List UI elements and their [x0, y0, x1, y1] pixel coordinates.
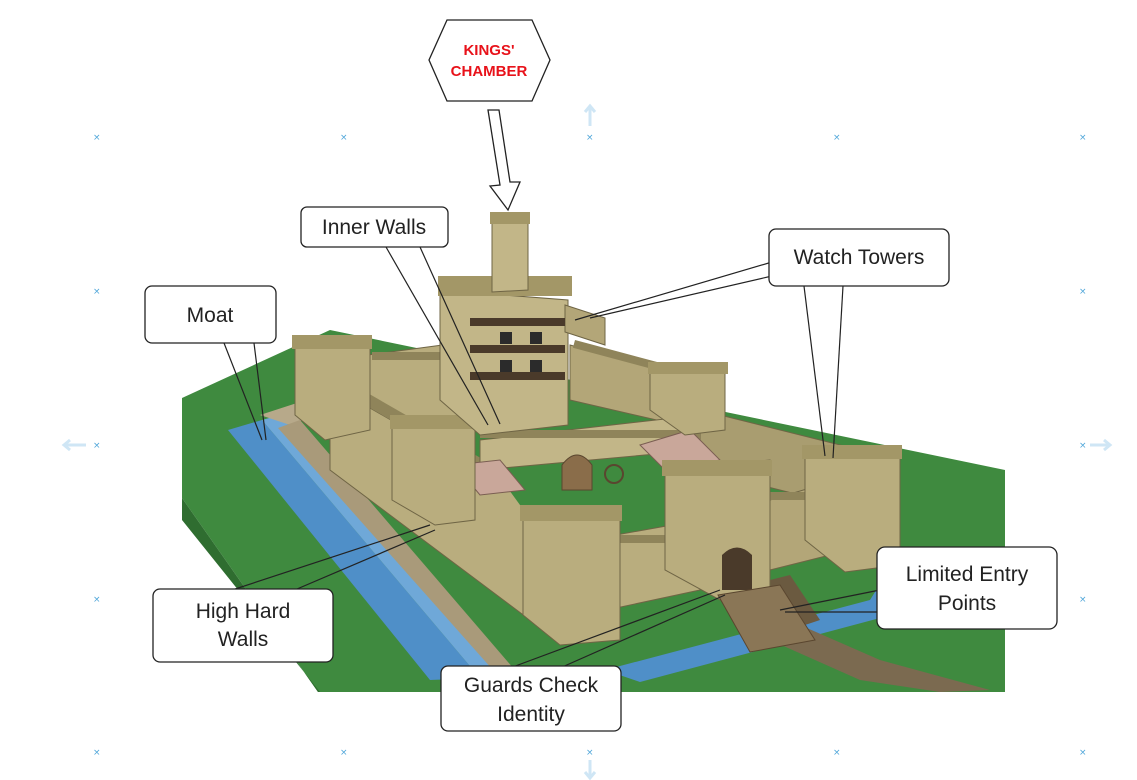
kings-chamber-label: KINGS' CHAMBER: [428, 19, 551, 102]
svg-text:×: ×: [1079, 595, 1087, 605]
callout-limited-entry-line1: Limited Entry: [906, 563, 1029, 586]
down-arrow: [487, 109, 521, 212]
callout-high-hard-walls-line2: Walls: [218, 628, 269, 651]
svg-text:×: ×: [586, 748, 594, 758]
callout-limited-entry-line2: Points: [938, 592, 996, 615]
svg-text:×: ×: [586, 133, 594, 143]
svg-text:×: ×: [1079, 287, 1087, 297]
kings-chamber-line2: CHAMBER: [451, 63, 528, 80]
svg-text:×: ×: [833, 748, 841, 758]
svg-text:×: ×: [1079, 441, 1087, 451]
svg-text:×: ×: [93, 595, 101, 605]
callout-pointers: [223, 246, 881, 669]
selection-handles: × × × × × × × × × × × × × × × ×: [61, 103, 1113, 780]
callout-inner-walls-text: Inner Walls: [322, 216, 426, 239]
keep: [438, 212, 606, 436]
svg-text:×: ×: [1079, 133, 1087, 143]
callout-moat-text: Moat: [187, 304, 234, 327]
svg-text:×: ×: [340, 748, 348, 758]
svg-text:×: ×: [93, 441, 101, 451]
svg-text:×: ×: [833, 133, 841, 143]
callout-inner-walls: Inner Walls: [300, 206, 449, 248]
callout-limited-entry: Limited Entry Points: [876, 546, 1058, 630]
castle: [292, 212, 902, 653]
svg-text:×: ×: [1079, 748, 1087, 758]
callout-watch-towers: Watch Towers: [768, 228, 950, 287]
callout-guards-check-line2: Identity: [497, 703, 565, 726]
svg-text:×: ×: [93, 133, 101, 143]
callout-high-hard-walls: High Hard Walls: [152, 588, 334, 663]
svg-text:×: ×: [340, 133, 348, 143]
callout-guards-check: Guards Check Identity: [440, 665, 622, 732]
callout-high-hard-walls-line1: High Hard: [196, 600, 291, 623]
svg-text:×: ×: [93, 748, 101, 758]
callout-watch-towers-text: Watch Towers: [794, 246, 925, 269]
callout-moat: Moat: [144, 285, 277, 344]
callout-guards-check-line1: Guards Check: [464, 674, 599, 697]
svg-text:×: ×: [93, 287, 101, 297]
kings-chamber-line1: KINGS': [463, 42, 514, 59]
